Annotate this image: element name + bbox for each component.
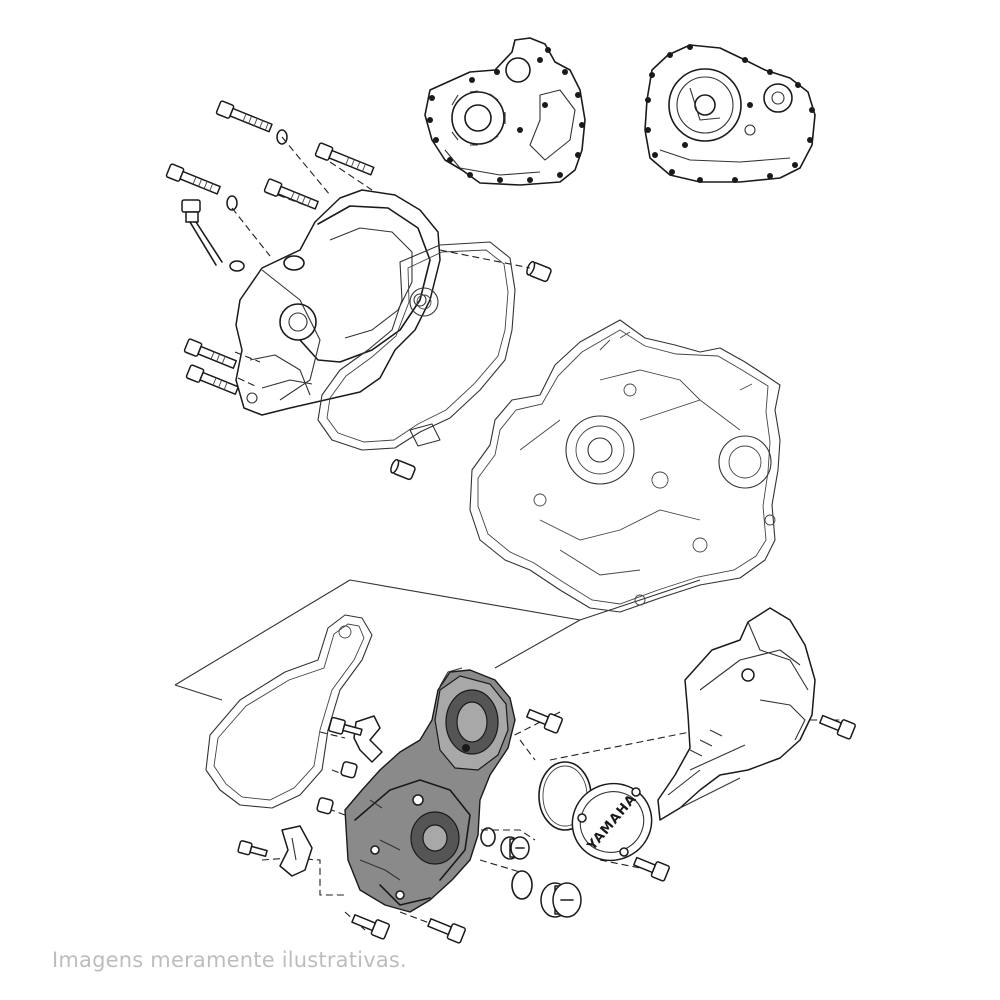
assembly-guide-lines	[174, 579, 840, 931]
illustrative-disclaimer-caption: Imagens meramente ilustrativas.	[52, 948, 407, 972]
small-bolts-lower-left	[237, 716, 466, 944]
oil-filler-plug-dipstick	[181, 199, 245, 272]
clutch-cover-gasket	[317, 241, 516, 451]
bolts-lower-right	[526, 708, 856, 882]
generator-cover-gasket	[205, 614, 373, 809]
clutch-cover	[231, 136, 441, 416]
generator-cover	[344, 667, 516, 913]
yamaha-timing-cover: YAMAHA	[571, 782, 653, 862]
crankcase	[469, 319, 781, 613]
bolt-group-upper-left	[165, 100, 375, 395]
right-case-bolt-pattern-view	[644, 44, 816, 183]
dowel-pins-upper	[390, 249, 552, 481]
plugs	[500, 836, 582, 918]
sprocket-cover	[657, 607, 816, 821]
pickup-coil-bracket	[279, 715, 383, 877]
left-case-bolt-pattern-view	[424, 37, 586, 186]
